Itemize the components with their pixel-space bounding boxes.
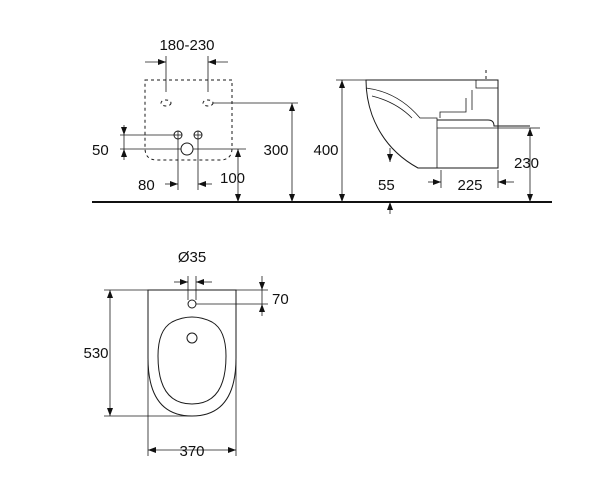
fixing-hole-left (160, 99, 172, 107)
front-view-outline (144, 79, 233, 161)
dim-drain-height: 230 (514, 155, 539, 172)
tap-hole (187, 299, 197, 309)
dim-length: 530 (83, 345, 108, 362)
top-view-bowl (157, 316, 227, 405)
top-view-outline (147, 289, 237, 417)
dim-hole-spacing: 180-230 (159, 37, 214, 54)
dim-outlet-offset: 80 (138, 177, 155, 194)
side-view-bowl (365, 87, 438, 168)
dim-inlet-height: 50 (92, 142, 109, 159)
side-view-body (365, 79, 499, 169)
dim-outlet-height: 100 (220, 170, 245, 187)
dim-depth-offset: 225 (457, 177, 482, 194)
top-view-drain (186, 332, 198, 344)
top-view: Ø35 70 530 370 (83, 249, 288, 460)
side-view: 400 55 225 230 (313, 70, 540, 214)
dim-tap-hole-offset: 70 (272, 291, 289, 308)
waste-outlet (180, 142, 194, 156)
front-view: 180-230 50 80 100 300 (92, 37, 298, 202)
dim-wall-gap: 55 (378, 177, 395, 194)
dim-fixing-height: 300 (263, 142, 288, 159)
dim-total-height: 400 (313, 142, 338, 159)
dim-tap-hole-diameter: Ø35 (178, 249, 206, 266)
dim-width: 370 (179, 443, 204, 460)
fixing-hole-right (202, 99, 214, 107)
